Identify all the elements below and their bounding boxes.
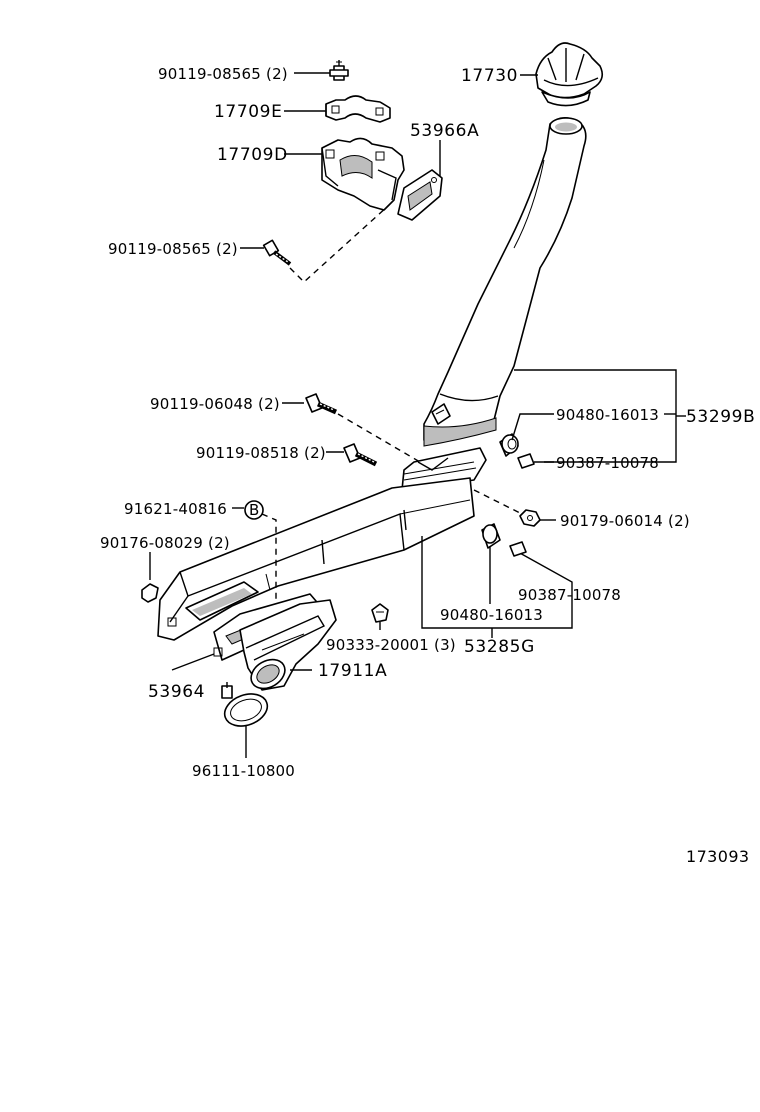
label-53964: 53964 <box>148 682 205 702</box>
label-90333-20001: 90333-20001 (3) <box>326 636 456 654</box>
snorkel-head-17730 <box>535 42 604 107</box>
label-90480-16013-b: 90480-16013 <box>440 606 543 624</box>
grommet-90480-16013-a <box>499 433 519 457</box>
clip-90333-20001 <box>371 603 389 623</box>
clamp-17709E <box>325 95 391 123</box>
lower-duct-53285G <box>157 447 487 641</box>
label-96111-10800: 96111-10800 <box>192 762 295 780</box>
label-90179-06014: 90179-06014 (2) <box>560 512 690 530</box>
ref-marker-B: B <box>244 500 264 520</box>
label-17911A: 17911A <box>318 661 387 681</box>
collar-90387-10078-a <box>517 453 535 469</box>
label-17730: 17730 <box>461 66 518 86</box>
bolt-90176-08029 <box>141 583 159 603</box>
label-90387-10078-b: 90387-10078 <box>518 586 621 604</box>
label-53966A: 53966A <box>410 121 479 141</box>
label-90176-08029: 90176-08029 (2) <box>100 534 230 552</box>
bolt-90119-08565-top <box>329 60 349 81</box>
diagram-id: 173093 <box>686 847 749 866</box>
elbow-17911A <box>239 599 337 691</box>
bolt-90119-06048 <box>305 393 338 415</box>
label-17709D: 17709D <box>217 145 288 165</box>
grommet-90480-16013-b <box>481 523 501 549</box>
ref-marker-B-text: B <box>249 501 260 519</box>
label-53285G: 53285G <box>464 637 535 657</box>
bracket-17709D <box>321 137 405 211</box>
snorkel-tube-53299B <box>423 116 587 447</box>
label-90387-10078-a: 90387-10078 <box>556 454 659 472</box>
label-53299B: 53299B <box>686 407 755 427</box>
label-90119-08518: 90119-08518 (2) <box>196 444 326 462</box>
label-17709E: 17709E <box>214 102 282 122</box>
bolt-90119-08565-mid <box>262 239 292 266</box>
label-90119-08565-top: 90119-08565 (2) <box>158 65 288 83</box>
label-91621-40816: 91621-40816 <box>124 500 227 518</box>
label-90480-16013-a: 90480-16013 <box>556 406 659 424</box>
collar-90387-10078-b <box>509 541 527 557</box>
nut-90179-06014 <box>519 509 541 527</box>
label-90119-06048: 90119-06048 (2) <box>150 395 280 413</box>
hose-clamp-96111-10800 <box>221 682 269 727</box>
bolt-90119-08518 <box>343 443 378 467</box>
plate-53966A <box>397 169 443 221</box>
label-90119-08565-mid: 90119-08565 (2) <box>108 240 238 258</box>
